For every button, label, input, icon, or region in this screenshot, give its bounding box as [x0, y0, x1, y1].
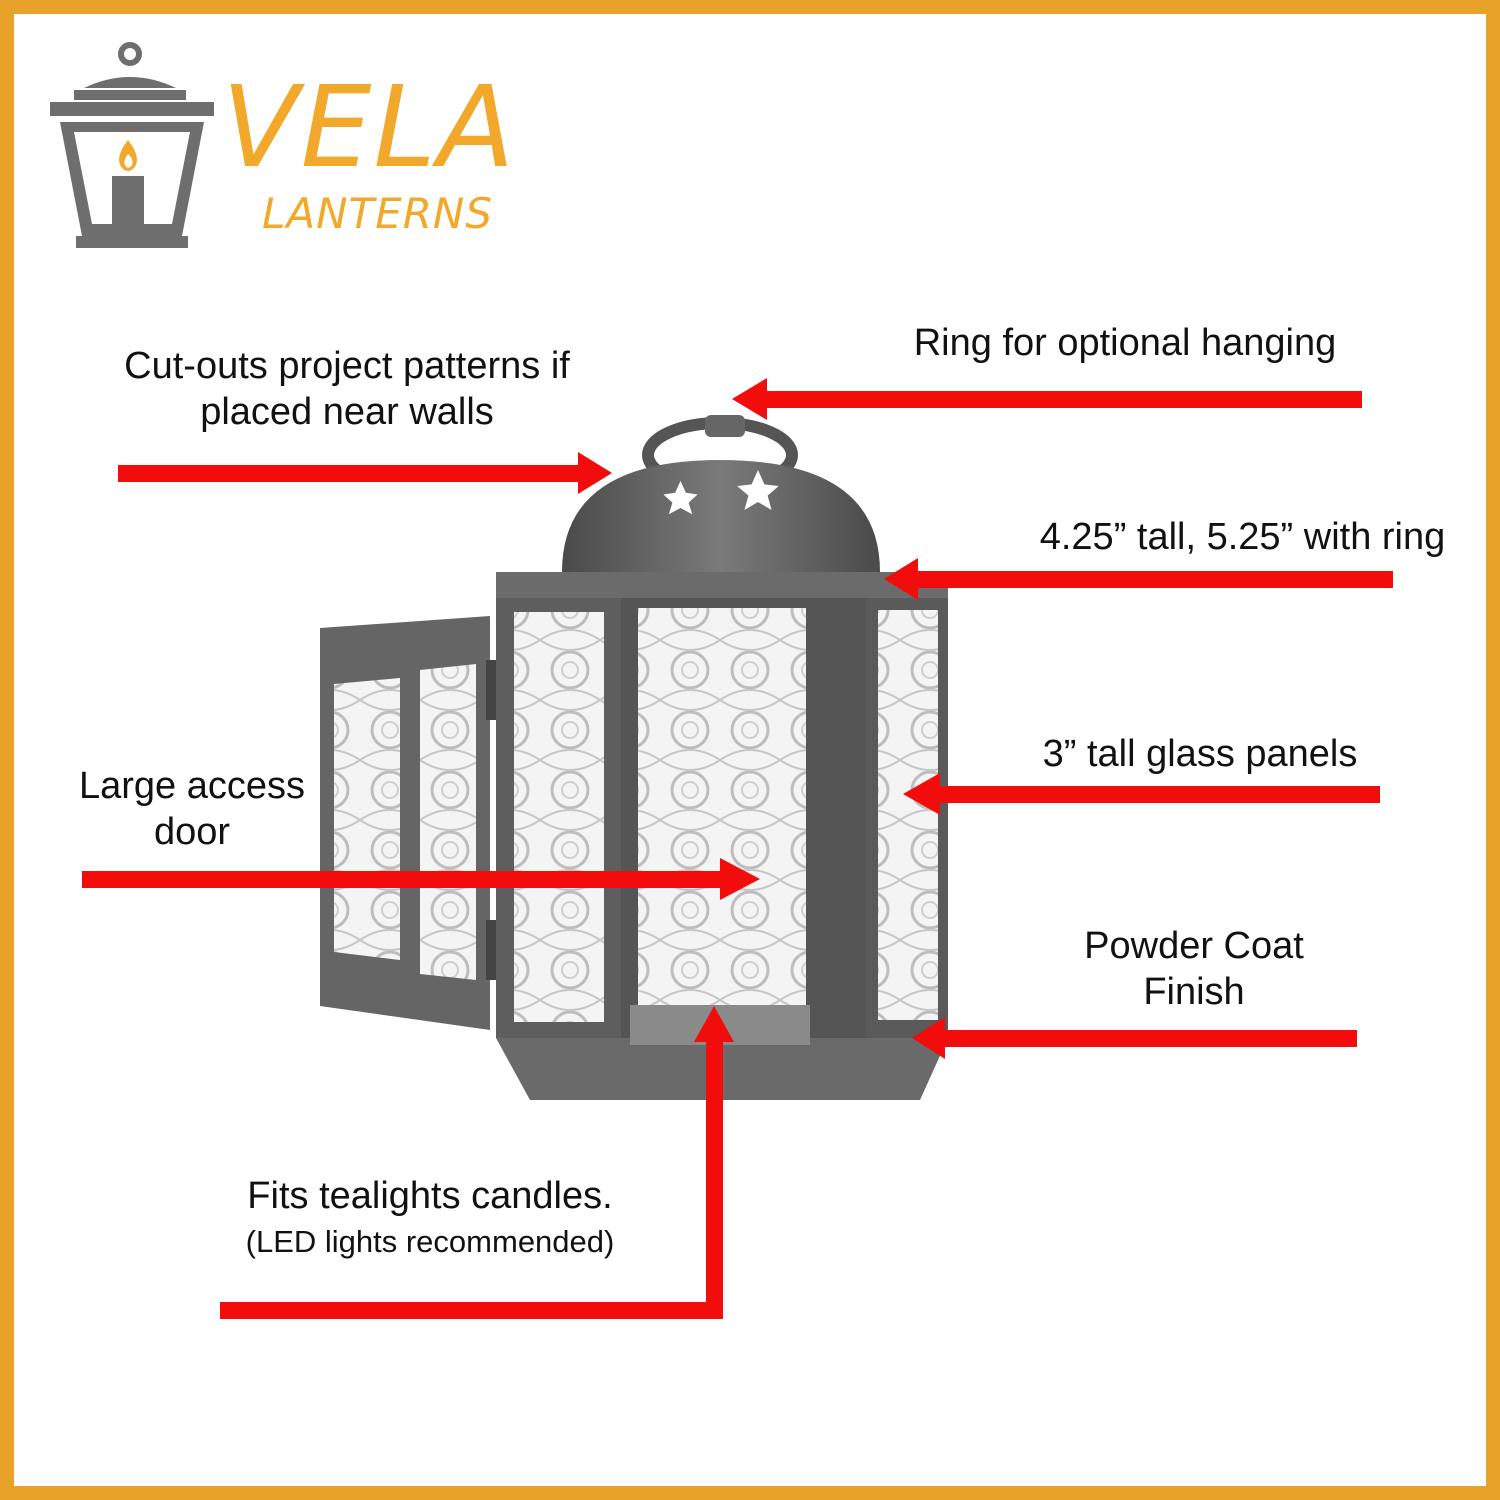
- callout-candles-line1: Fits tealights candles.: [247, 1175, 613, 1217]
- callout-finish: Powder Coat Finish: [1060, 923, 1328, 1015]
- callout-ring-line1: Ring for optional hanging: [913, 322, 1337, 364]
- callout-ring: Ring for optional hanging: [880, 320, 1370, 366]
- callout-cutouts-line1: Cut-outs project patterns if: [124, 345, 570, 387]
- lantern-logo-icon: [50, 42, 214, 248]
- callout-cutouts: Cut-outs project patterns if placed near…: [90, 343, 604, 435]
- brand-name: VELA: [222, 63, 517, 193]
- callout-door: Large access door: [62, 763, 322, 855]
- callout-candles: Fits tealights candles. (LED lights reco…: [200, 1173, 660, 1265]
- callout-candles-line2: (LED lights recommended): [245, 1224, 615, 1259]
- callout-door-line2: door: [153, 811, 231, 853]
- callout-door-line1: Large access: [78, 765, 305, 807]
- callout-glass: 3” tall glass panels: [1010, 731, 1390, 777]
- callout-cutouts-line2: placed near walls: [200, 391, 494, 433]
- lantern-illustration: [320, 415, 948, 1100]
- callout-height-line1: 4.25” tall, 5.25” with ring: [1039, 516, 1446, 558]
- callout-glass-line1: 3” tall glass panels: [1042, 733, 1358, 775]
- callout-finish-line1: Powder Coat: [1084, 925, 1304, 967]
- brand-tagline: LANTERNS: [262, 189, 494, 238]
- callout-finish-line2: Finish: [1143, 971, 1245, 1013]
- callout-height: 4.25” tall, 5.25” with ring: [1000, 514, 1485, 560]
